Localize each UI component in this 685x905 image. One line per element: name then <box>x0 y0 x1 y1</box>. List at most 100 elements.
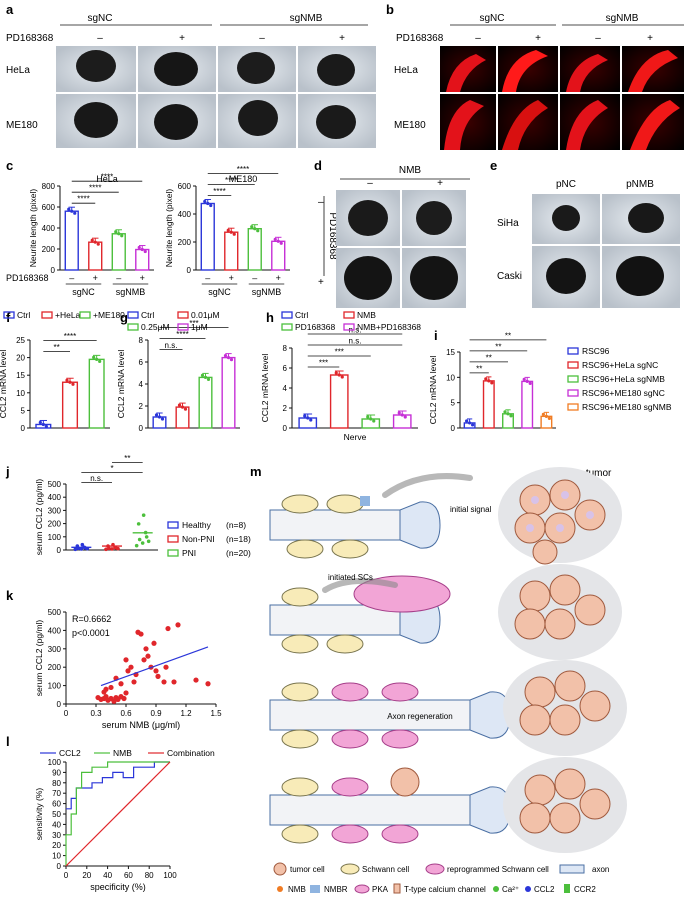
j-legend-label: Healthy <box>182 520 212 530</box>
k-ytick-label: 400 <box>48 626 62 635</box>
f-bar <box>88 358 105 429</box>
j-legend-swatch <box>167 549 179 557</box>
c-me180-point <box>232 232 236 236</box>
panel-b: b sgNC sgNMB PD168368 – + – + HeLa ME180 <box>386 2 684 150</box>
h-ytick-label: 4 <box>283 384 288 393</box>
k-xtick-label: 1.5 <box>210 709 222 718</box>
j-sig-label: n.s. <box>90 474 103 483</box>
f-point <box>71 382 75 386</box>
j-point <box>111 542 115 547</box>
g-ytick-label: 6 <box>139 358 144 367</box>
j-sig-label: ** <box>124 454 130 463</box>
i-ytick-label: 0 <box>451 424 456 433</box>
c-me180-point <box>226 228 230 232</box>
k-point <box>193 677 199 683</box>
d-images <box>336 190 466 308</box>
a-sign-4: + <box>339 33 345 44</box>
j-point <box>75 544 80 548</box>
c-me180-sig-label: **** <box>225 176 237 185</box>
legend-pka: PKA <box>372 885 389 894</box>
m-stage-1: initial signal <box>269 467 622 565</box>
legend-tumor-cell-icon <box>273 862 287 876</box>
k-point <box>145 653 151 659</box>
panel-letter-l: l <box>6 734 10 749</box>
c-me180-point <box>250 225 254 229</box>
f-ytick-label: 25 <box>16 336 25 345</box>
k-ytick-label: 300 <box>48 645 62 654</box>
c-me180-sig-label: **** <box>237 165 249 174</box>
m-stage-4 <box>269 757 627 853</box>
c-hela-bar <box>64 210 79 271</box>
panel-letter-h: h <box>266 310 274 325</box>
panel-letter-g: g <box>120 310 128 325</box>
panel-d: d NMB – + PD168368 – + <box>314 158 470 308</box>
j-ytick-label: 100 <box>48 533 62 542</box>
l-series-line <box>65 761 171 867</box>
c-me180-point <box>229 230 233 234</box>
g-legend-label: Ctrl <box>141 310 154 320</box>
l-ytick-label: 90 <box>52 768 61 777</box>
i-sig-label: ** <box>495 342 501 351</box>
panel-letter-d: d <box>314 158 322 173</box>
g-point <box>206 377 211 381</box>
c-hela-xsign: + <box>93 273 98 283</box>
k-point <box>175 622 181 628</box>
c-hela-sig-label: **** <box>101 173 113 182</box>
k-point <box>163 664 169 670</box>
k-ytick-label: 500 <box>48 608 62 617</box>
k-xtick-label: 0.9 <box>150 709 162 718</box>
h-point <box>400 413 404 417</box>
h-legend-label: Ctrl <box>295 310 308 320</box>
m-legend: tumor cell Schwann cell reprogrammed Sch… <box>273 862 609 894</box>
h-xlabel: Nerve <box>344 432 367 442</box>
j-ytick-label: 400 <box>48 493 62 502</box>
c-me180-bar <box>200 202 215 271</box>
j-point <box>144 535 149 539</box>
g-point <box>226 356 231 360</box>
j-point <box>79 547 84 551</box>
b-sign-2: + <box>535 33 541 44</box>
panel-a: a sgNC sgNMB PD168368 – + – + HeLa ME180 <box>6 2 376 148</box>
j-legend-n: (n=8) <box>226 520 246 530</box>
h-sig-label: n.s. <box>349 337 362 346</box>
f-legend-label: Ctrl <box>17 310 30 320</box>
c-me180-xsign: – <box>252 273 257 283</box>
l-ytick-label: 50 <box>52 810 61 819</box>
l-ytick-label: 0 <box>57 862 62 871</box>
panel-letter-c: c <box>6 158 13 173</box>
i-legend-swatch <box>567 361 579 369</box>
h-point <box>403 415 407 419</box>
j-legend-swatch <box>167 521 179 529</box>
k-point <box>103 686 109 692</box>
g-point <box>160 417 165 421</box>
j-ytick-label: 0 <box>57 546 62 555</box>
i-legend-label: RSC96 <box>582 346 610 356</box>
h-legend-swatch <box>281 311 293 319</box>
i-legend-label: RSC96+HeLa sgNMB <box>582 374 665 384</box>
h-ytick-label: 0 <box>283 424 288 433</box>
c-me180-xsign: + <box>229 273 234 283</box>
c-me180-ytick-label: 400 <box>178 210 192 219</box>
l-legend-label: NMB <box>113 748 132 758</box>
j-legend-label: Non-PNI <box>182 534 215 544</box>
f-point <box>65 378 69 382</box>
k-xtick-label: 1.2 <box>180 709 192 718</box>
j-sig-label: * <box>110 464 113 473</box>
l-ytick-label: 80 <box>52 779 61 788</box>
f-point <box>68 380 72 384</box>
j-point <box>146 539 151 544</box>
g-bar <box>175 406 190 429</box>
j-point <box>110 547 114 551</box>
m-axon-regeneration: Axon regeneration <box>387 712 452 721</box>
b-images <box>440 46 684 150</box>
l-ylabel: sensitivity (%) <box>34 788 44 841</box>
g-point <box>223 354 228 358</box>
k-point <box>205 681 211 687</box>
j-ytick-label: 200 <box>48 520 62 529</box>
legend-reprogrammed-cell-icon <box>425 863 445 875</box>
c-hela-point <box>90 238 94 242</box>
f-legend-swatch <box>41 311 53 319</box>
a-sign-2: + <box>179 33 185 44</box>
g-legend-label: 1μM <box>191 322 208 332</box>
